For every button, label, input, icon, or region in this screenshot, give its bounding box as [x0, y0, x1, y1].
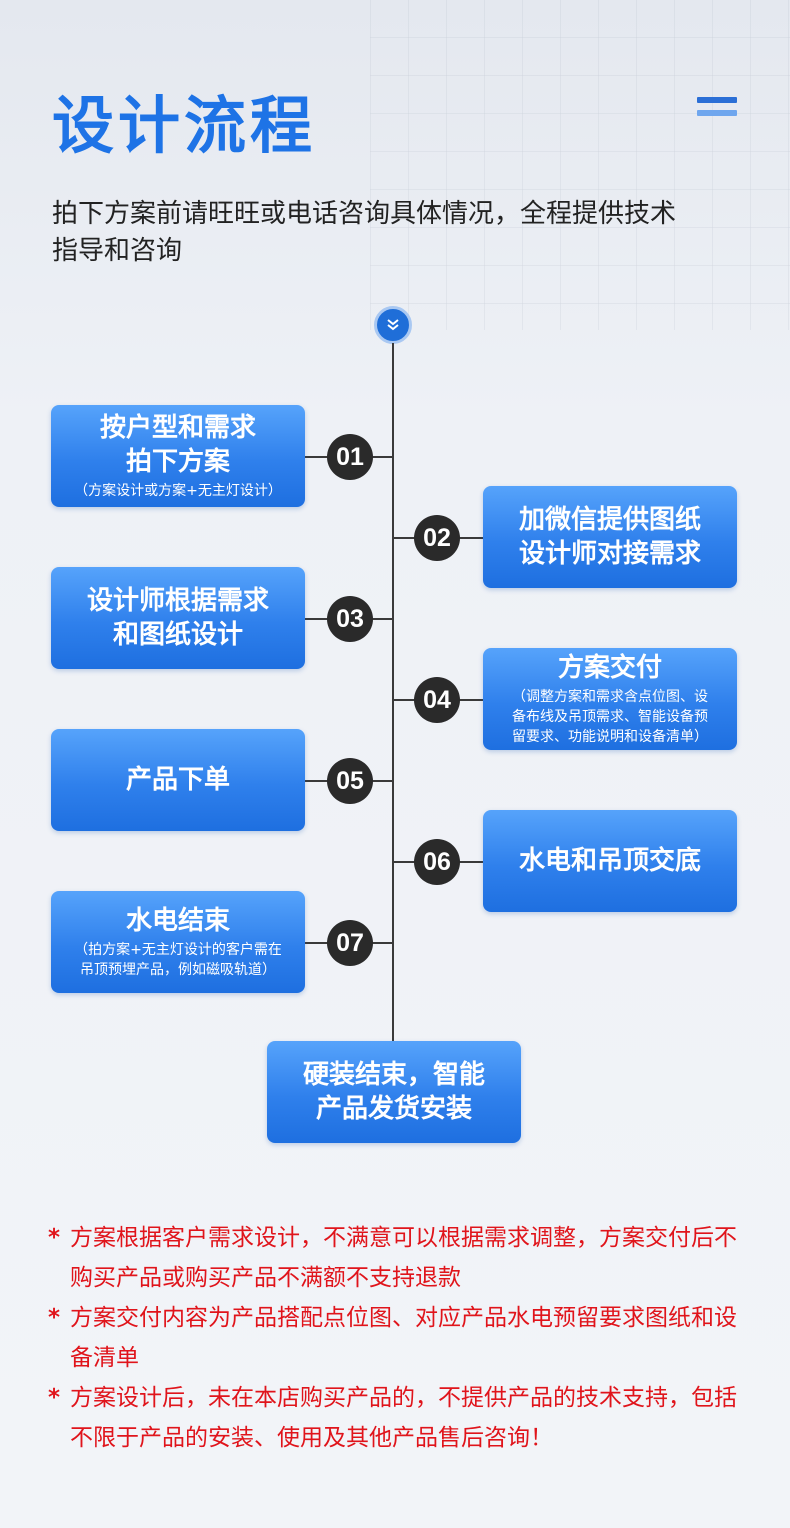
- step-card-01: 按户型和需求 拍下方案 （方案设计或方案+无主灯设计）: [51, 405, 305, 507]
- step-subtitle: （方案设计或方案+无主灯设计）: [74, 483, 282, 499]
- step-number-05: 05: [327, 758, 373, 804]
- step-subtitle: （拍方案+无主灯设计的客户需在 吊顶预埋产品，例如磁吸轨道）: [74, 942, 282, 978]
- page-title: 设计流程: [52, 89, 317, 162]
- step-number-03: 03: [327, 596, 373, 642]
- step-card-07: 水电结束 （拍方案+无主灯设计的客户需在 吊顶预埋产品，例如磁吸轨道）: [51, 891, 305, 993]
- step-card-04: 方案交付 （调整方案和需求含点位图、设 备布线及吊顶需求、智能设备预 留要求、功能…: [483, 648, 737, 750]
- note-item: * 方案根据客户需求设计，不满意可以根据需求调整，方案交付后不购买产品或购买产品…: [48, 1218, 748, 1298]
- chevron-double-down-icon: [374, 306, 412, 344]
- step-number-04: 04: [414, 677, 460, 723]
- step-card-02: 加微信提供图纸 设计师对接需求: [483, 486, 737, 588]
- notes-list: * 方案根据客户需求设计，不满意可以根据需求调整，方案交付后不购买产品或购买产品…: [48, 1218, 748, 1458]
- page-subtitle: 拍下方案前请旺旺或电话咨询具体情况，全程提供技术指导和咨询: [52, 199, 677, 266]
- note-text: 方案交付内容为产品搭配点位图、对应产品水电预留要求图纸和设备清单: [70, 1305, 737, 1371]
- note-star: *: [48, 1225, 61, 1251]
- step-title: 设计师根据需求 和图纸设计: [86, 586, 269, 650]
- step-number-06: 06: [414, 839, 460, 885]
- step-number-02: 02: [414, 515, 460, 561]
- final-step-card: 硬装结束，智能 产品发货安装: [267, 1041, 521, 1143]
- note-text: 方案设计后，未在本店购买产品的，不提供产品的技术支持，包括不限于产品的安装、使用…: [70, 1385, 737, 1451]
- note-star: *: [48, 1385, 61, 1411]
- step-title: 产品下单: [125, 765, 230, 795]
- step-subtitle: （调整方案和需求含点位图、设 备布线及吊顶需求、智能设备预 留要求、功能说明和设…: [512, 689, 708, 745]
- note-item: * 方案设计后，未在本店购买产品的，不提供产品的技术支持，包括不限于产品的安装、…: [48, 1378, 748, 1458]
- blueprint-background-decoration: [370, 0, 790, 330]
- step-card-06: 水电和吊顶交底: [483, 810, 737, 912]
- step-title: 加微信提供图纸 设计师对接需求: [518, 505, 701, 569]
- step-title: 按户型和需求 拍下方案: [99, 413, 256, 477]
- note-star: *: [48, 1305, 61, 1331]
- step-title: 水电和吊顶交底: [518, 846, 701, 876]
- step-card-03: 设计师根据需求 和图纸设计: [51, 567, 305, 669]
- step-title: 方案交付: [557, 653, 662, 683]
- step-card-05: 产品下单: [51, 729, 305, 831]
- note-item: * 方案交付内容为产品搭配点位图、对应产品水电预留要求图纸和设备清单: [48, 1298, 748, 1378]
- hamburger-menu-icon: [697, 97, 737, 119]
- step-number-07: 07: [327, 920, 373, 966]
- step-number-01: 01: [327, 434, 373, 480]
- note-text: 方案根据客户需求设计，不满意可以根据需求调整，方案交付后不购买产品或购买产品不满…: [70, 1225, 737, 1291]
- timeline-line: [392, 343, 394, 1043]
- step-title: 水电结束: [125, 906, 230, 936]
